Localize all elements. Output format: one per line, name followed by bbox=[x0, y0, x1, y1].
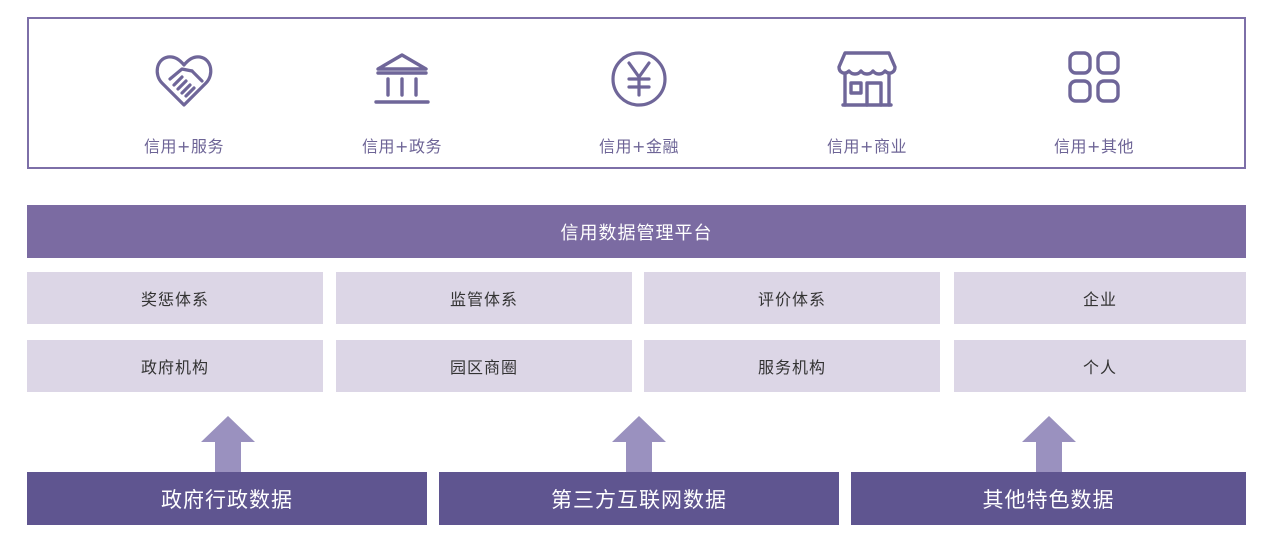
source-other-featured-data: 其他特色数据 bbox=[851, 472, 1246, 525]
service-credit-commerce[interactable]: 信用+商业 bbox=[767, 19, 967, 167]
service-credit-finance[interactable]: 信用+金融 bbox=[539, 19, 739, 167]
grid-cell-evaluation: 评价体系 bbox=[644, 272, 940, 324]
grid-cell-park-business: 园区商圈 bbox=[336, 340, 632, 392]
grid-cell-service-agency: 服务机构 bbox=[644, 340, 940, 392]
up-arrow-icon bbox=[1022, 416, 1076, 472]
government-building-icon bbox=[370, 47, 434, 111]
service-credit-service[interactable]: 信用+服务 bbox=[84, 19, 284, 167]
grid-cell-supervision: 监管体系 bbox=[336, 272, 632, 324]
grid-cell-enterprise: 企业 bbox=[954, 272, 1246, 324]
up-arrow-icon bbox=[612, 416, 666, 472]
grid-cell-individual: 个人 bbox=[954, 340, 1246, 392]
source-third-party-internet-data: 第三方互联网数据 bbox=[439, 472, 839, 525]
yen-coin-icon bbox=[607, 47, 671, 111]
handshake-heart-icon bbox=[152, 47, 216, 111]
application-panel: 信用+服务 信用+政务 信用+金融 bbox=[27, 17, 1246, 169]
source-government-data: 政府行政数据 bbox=[27, 472, 427, 525]
storefront-icon bbox=[835, 47, 899, 111]
service-credit-other[interactable]: 信用+其他 bbox=[994, 19, 1194, 167]
service-label: 信用+服务 bbox=[144, 137, 224, 156]
service-label: 信用+商业 bbox=[827, 137, 907, 156]
service-credit-government[interactable]: 信用+政务 bbox=[302, 19, 502, 167]
platform-title-bar: 信用数据管理平台 bbox=[27, 205, 1246, 258]
service-label: 信用+金融 bbox=[599, 137, 679, 156]
grid-apps-icon bbox=[1062, 47, 1126, 111]
up-arrow-icon bbox=[201, 416, 255, 472]
service-label: 信用+其他 bbox=[1054, 137, 1134, 156]
grid-cell-government-agency: 政府机构 bbox=[27, 340, 323, 392]
service-label: 信用+政务 bbox=[362, 137, 442, 156]
grid-cell-reward-punishment: 奖惩体系 bbox=[27, 272, 323, 324]
